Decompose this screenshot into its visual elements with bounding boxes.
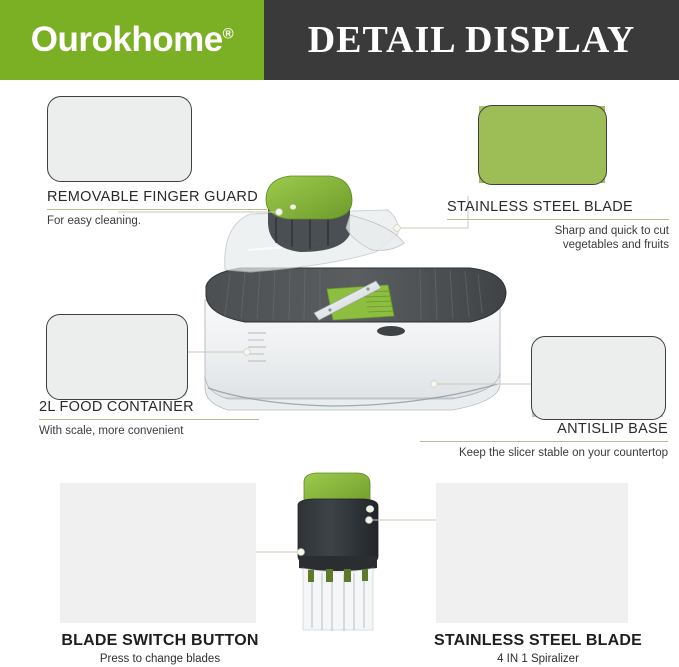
page-title: DETAIL DISPLAY <box>307 19 636 61</box>
feature-label-removable-finger-guard: REMOVABLE FINGER GUARD For easy cleaning… <box>47 189 267 228</box>
panel-blade-switch-button <box>60 483 256 623</box>
feature-subtitle: Keep the slicer stable on your counterto… <box>458 447 668 459</box>
feature-subtitle-line2: vegetables and fruits <box>562 239 669 251</box>
brand-name: Ourokhome <box>30 20 223 59</box>
feature-label-blade-switch-button: BLADE SWITCH BUTTON Press to change blad… <box>20 632 300 665</box>
thumbnail-finger-guard <box>47 96 192 182</box>
feature-title: 2L FOOD CONTAINER <box>39 399 194 415</box>
registered-trademark-icon: ® <box>222 25 234 43</box>
feature-subtitle: Press to change blades <box>99 653 221 665</box>
feature-title: STAINLESS STEEL BLADE <box>447 199 634 215</box>
feature-title: ANTISLIP BASE <box>557 421 668 437</box>
feature-subtitle: 4 IN 1 Spiralizer <box>497 653 579 665</box>
page-header: Ourokhome® DETAIL DISPLAY <box>0 0 679 80</box>
feature-label-spiralizer-blade: STAINLESS STEEL BLADE 4 IN 1 Spiralizer <box>398 632 678 665</box>
brand-block: Ourokhome® <box>0 0 264 80</box>
label-divider <box>47 209 267 210</box>
panel-spiralizer-blade <box>436 483 628 623</box>
feature-label-stainless-steel-blade: STAINLESS STEEL BLADE Sharp and quick to… <box>447 199 669 252</box>
feature-title: BLADE SWITCH BUTTON <box>61 632 259 649</box>
feature-subtitle-line1: Sharp and quick to cut <box>554 225 669 237</box>
feature-title: REMOVABLE FINGER GUARD <box>47 189 258 205</box>
label-divider <box>420 441 668 442</box>
feature-title: STAINLESS STEEL BLADE <box>433 632 643 649</box>
title-block: DETAIL DISPLAY <box>264 0 679 80</box>
brand-logo: Ourokhome® <box>30 20 234 60</box>
thumbnail-stainless-blade <box>478 105 607 185</box>
feature-label-food-container: 2L FOOD CONTAINER With scale, more conve… <box>39 399 259 438</box>
feature-subtitle: With scale, more convenient <box>39 425 184 437</box>
label-divider <box>39 419 259 420</box>
feature-subtitle: For easy cleaning. <box>47 215 141 227</box>
thumbnail-food-container <box>46 314 188 400</box>
label-divider <box>447 219 669 220</box>
feature-label-antislip-base: ANTISLIP BASE Keep the slicer stable on … <box>420 421 668 460</box>
thumbnail-antislip-base <box>531 336 666 420</box>
